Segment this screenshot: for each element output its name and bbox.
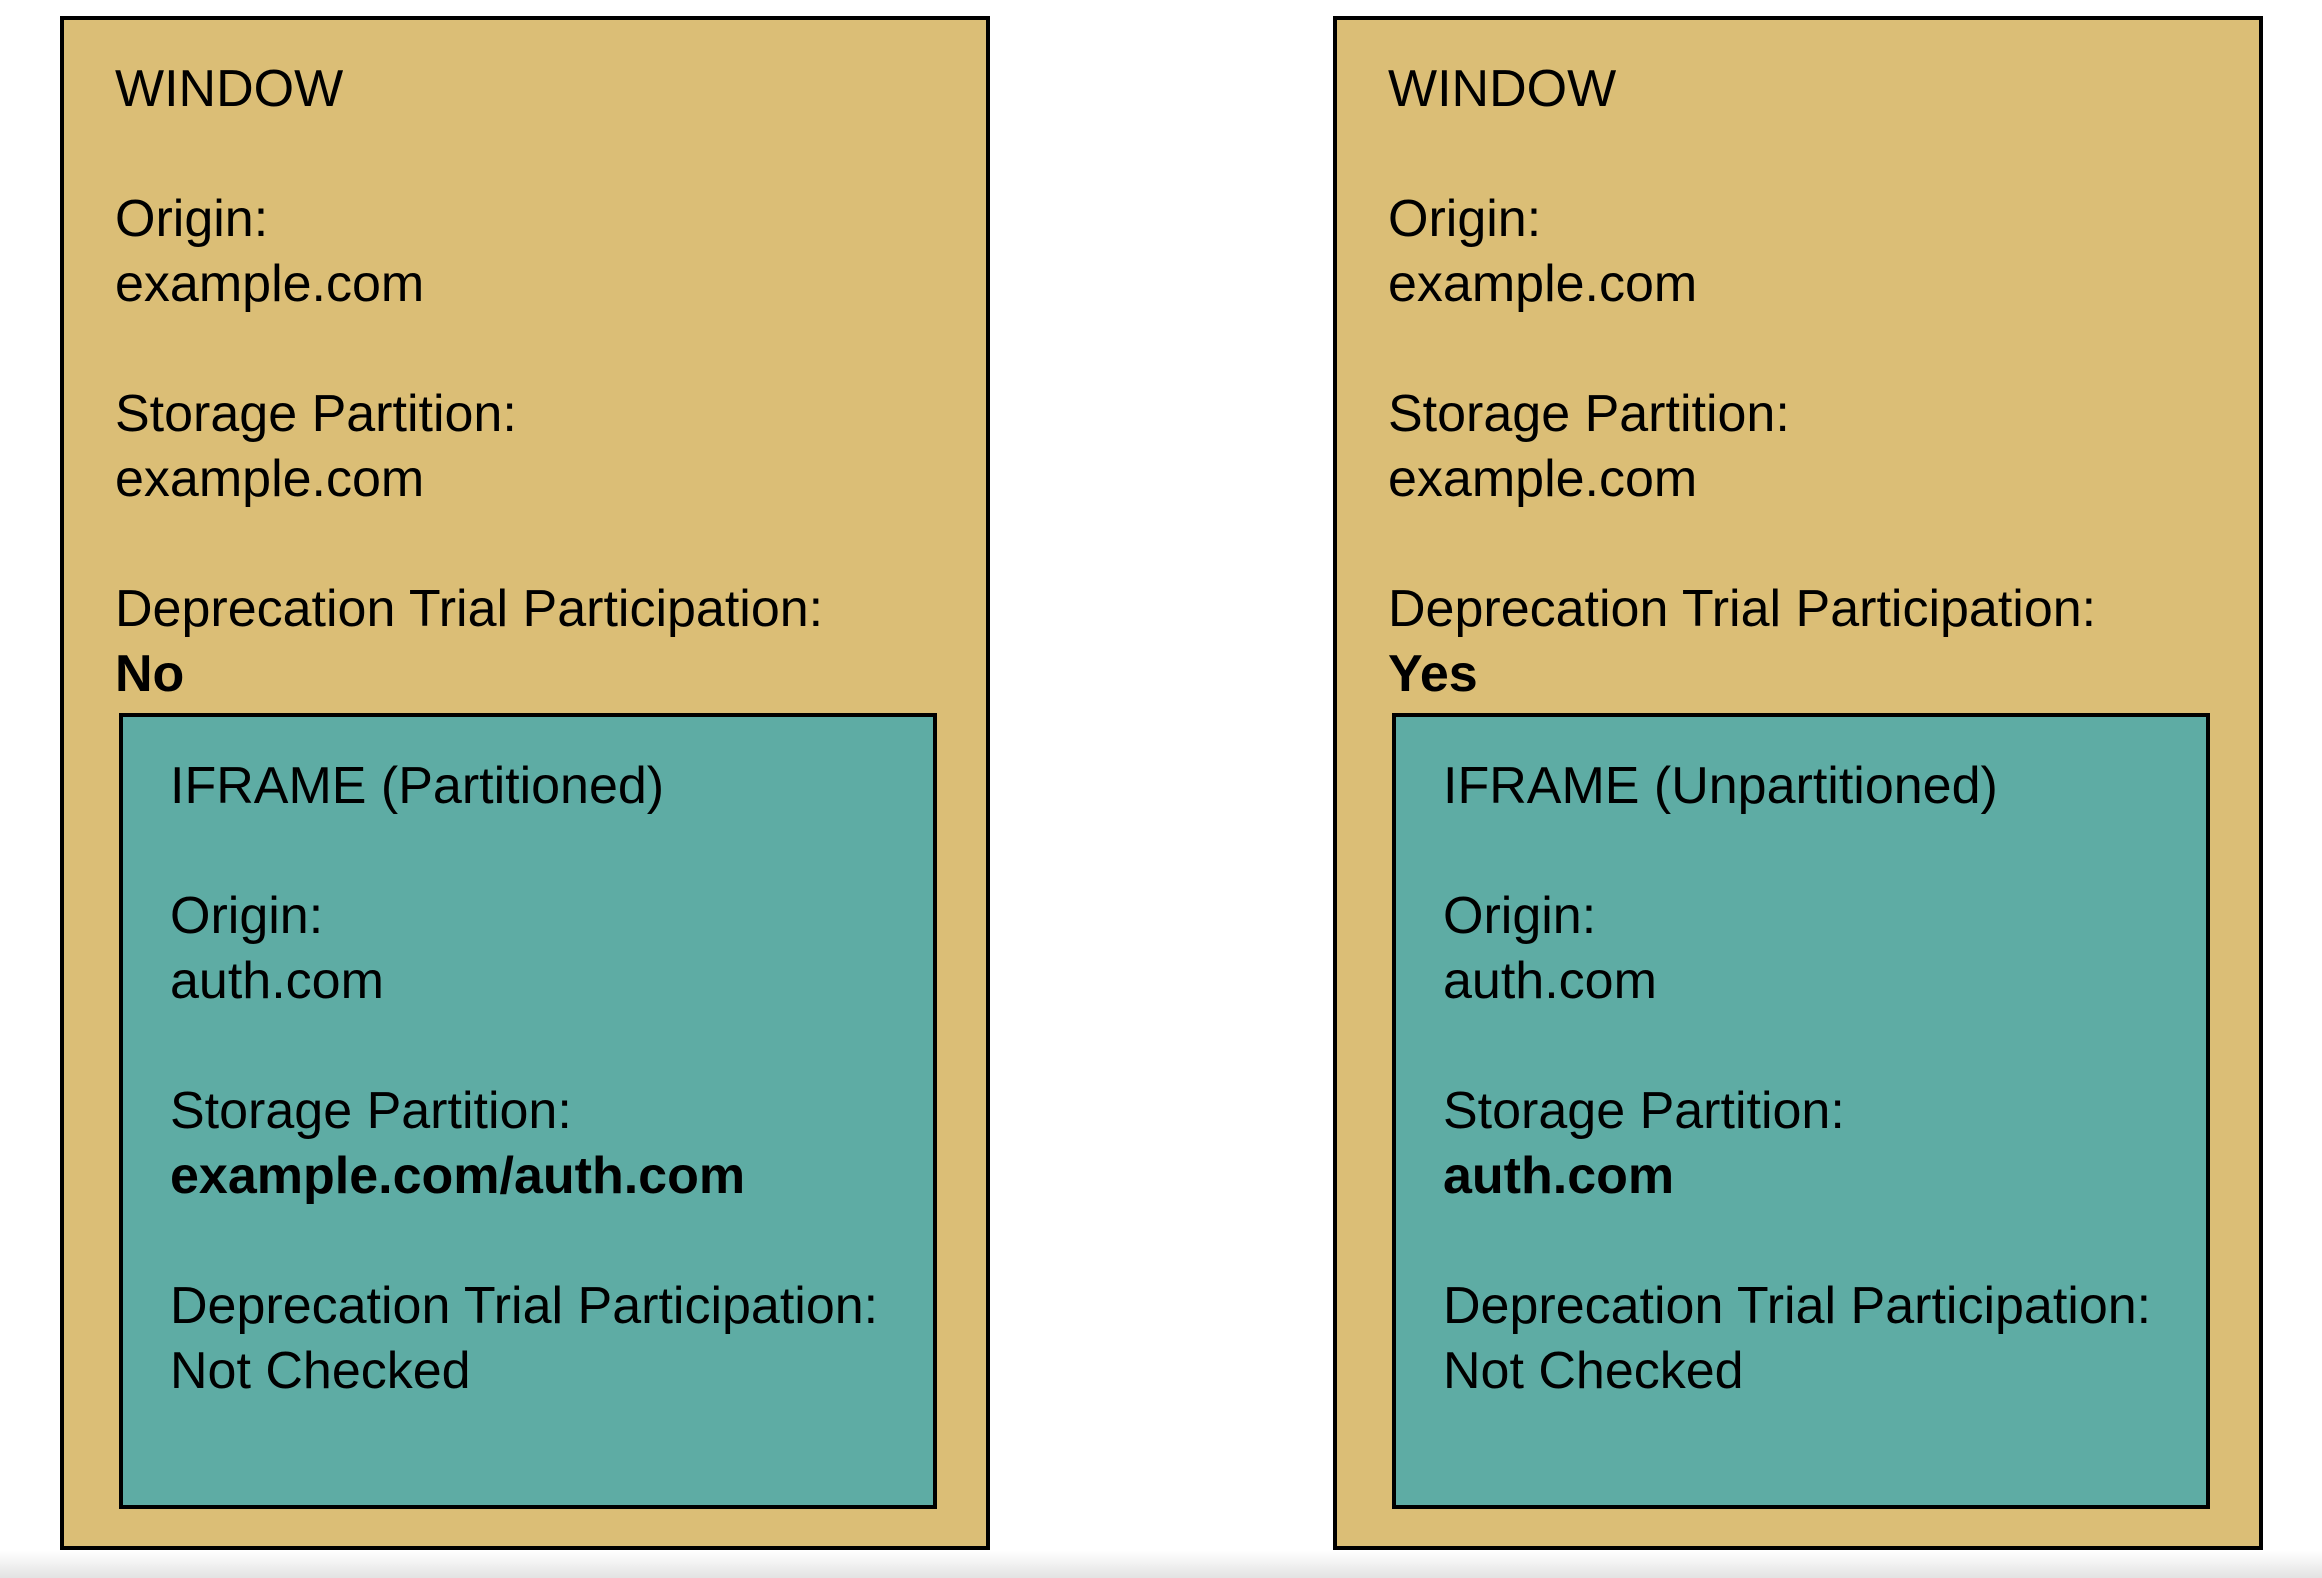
- iframe-storage-partition-value: example.com/auth.com: [170, 1147, 746, 1205]
- origin-field: Origin: example.com: [115, 187, 946, 317]
- iframe-storage-partition-label: Storage Partition:: [170, 1082, 572, 1140]
- deprecation-trial-field: Deprecation Trial Participation: Yes: [1388, 577, 2219, 707]
- page-bottom-shadow: [0, 1551, 2322, 1578]
- storage-partition-label: Storage Partition:: [115, 385, 517, 443]
- iframe-title: IFRAME (Partitioned): [170, 757, 665, 815]
- iframe-storage-partition-field: Storage Partition: example.com/auth.com: [170, 1079, 903, 1209]
- deprecation-trial-label: Deprecation Trial Participation:: [115, 580, 824, 638]
- origin-value: example.com: [115, 255, 425, 313]
- iframe-deprecation-trial-label: Deprecation Trial Participation:: [170, 1277, 879, 1335]
- iframe-origin-value: auth.com: [170, 952, 384, 1010]
- storage-partition-value: example.com: [1388, 450, 1698, 508]
- deprecation-trial-field: Deprecation Trial Participation: No: [115, 577, 946, 707]
- iframe-deprecation-trial-label: Deprecation Trial Participation:: [1443, 1277, 2152, 1335]
- iframe-origin-value: auth.com: [1443, 952, 1657, 1010]
- iframe-deprecation-trial-value: Not Checked: [170, 1342, 471, 1400]
- deprecation-trial-label: Deprecation Trial Participation:: [1388, 580, 2097, 638]
- window-title: WINDOW: [1388, 60, 1617, 118]
- deprecation-trial-value: No: [115, 645, 185, 703]
- window-title: WINDOW: [115, 60, 344, 118]
- storage-partition-field: Storage Partition: example.com: [115, 382, 946, 512]
- iframe-deprecation-trial-value: Not Checked: [1443, 1342, 1744, 1400]
- iframe-origin-field: Origin: auth.com: [170, 884, 903, 1014]
- storage-partition-field: Storage Partition: example.com: [1388, 382, 2219, 512]
- iframe-title: IFRAME (Unpartitioned): [1443, 757, 1998, 815]
- iframe-storage-partition-label: Storage Partition:: [1443, 1082, 1845, 1140]
- iframe-storage-partition-value: auth.com: [1443, 1147, 1675, 1205]
- iframe-deprecation-trial-field: Deprecation Trial Participation: Not Che…: [1443, 1274, 2176, 1404]
- origin-label: Origin:: [115, 190, 269, 248]
- origin-label: Origin:: [1388, 190, 1542, 248]
- iframe-storage-partition-field: Storage Partition: auth.com: [1443, 1079, 2176, 1209]
- iframe-origin-field: Origin: auth.com: [1443, 884, 2176, 1014]
- iframe-origin-label: Origin:: [1443, 887, 1597, 945]
- window-box-unpartitioned: WINDOW Origin: example.com Storage Parti…: [1333, 16, 2263, 1550]
- deprecation-trial-value: Yes: [1388, 645, 1478, 703]
- storage-partition-value: example.com: [115, 450, 425, 508]
- storage-partition-label: Storage Partition:: [1388, 385, 1790, 443]
- origin-value: example.com: [1388, 255, 1698, 313]
- window-box-partitioned: WINDOW Origin: example.com Storage Parti…: [60, 16, 990, 1550]
- iframe-deprecation-trial-field: Deprecation Trial Participation: Not Che…: [170, 1274, 903, 1404]
- iframe-origin-label: Origin:: [170, 887, 324, 945]
- origin-field: Origin: example.com: [1388, 187, 2219, 317]
- iframe-box-partitioned: IFRAME (Partitioned) Origin: auth.com St…: [119, 713, 937, 1509]
- iframe-box-unpartitioned: IFRAME (Unpartitioned) Origin: auth.com …: [1392, 713, 2210, 1509]
